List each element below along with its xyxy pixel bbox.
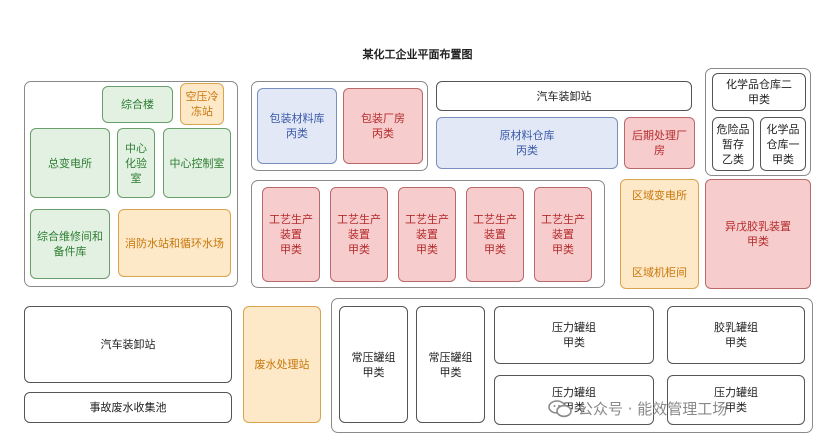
block-yiwu[interactable]: 异戊胶乳装置 甲类 [705, 179, 811, 289]
block-qiche-bottom[interactable]: 汽车装卸站 [24, 306, 232, 383]
block-baozhuangchangfang[interactable]: 包装厂房 丙类 [343, 88, 423, 164]
block-yali-3[interactable]: 压力罐组 甲类 [667, 375, 805, 425]
block-changya-1[interactable]: 常压罐组 甲类 [339, 306, 408, 423]
block-baozhuangcailiao[interactable]: 包装材料库 丙类 [257, 88, 337, 164]
block-gongyi-5[interactable]: 工艺生产 装置 甲类 [534, 187, 592, 282]
block-gongyi-3[interactable]: 工艺生产 装置 甲类 [398, 187, 456, 282]
block-kongya[interactable]: 空压冷 冻站 [180, 83, 224, 125]
block-yali-1[interactable]: 压力罐组 甲类 [494, 306, 654, 364]
block-changya-2[interactable]: 常压罐组 甲类 [416, 306, 485, 423]
block-shigu[interactable]: 事故废水收集池 [24, 392, 232, 423]
block-quyubiandian-label: 区域变电所 [632, 189, 687, 202]
block-weixianpin[interactable]: 危险品 暂存 乙类 [712, 117, 754, 171]
block-zhongxinkongzhi[interactable]: 中心控制室 [163, 128, 231, 198]
block-zhongxinhuayan[interactable]: 中心 化验 室 [117, 128, 155, 198]
block-zonghelou[interactable]: 综合楼 [102, 86, 173, 123]
block-gongyi-2[interactable]: 工艺生产 装置 甲类 [330, 187, 388, 282]
block-houqi[interactable]: 后期处理厂 房 [624, 117, 695, 169]
block-qiche-top[interactable]: 汽车装卸站 [436, 81, 692, 111]
block-huaxuepin1[interactable]: 化学品 仓库一 甲类 [760, 117, 806, 171]
block-feishui[interactable]: 废水处理站 [243, 306, 321, 423]
block-quyu[interactable]: 区域变电所 区域机柜间 [620, 179, 699, 289]
watermark-text: 公众号 · 能效管理工场 [578, 400, 728, 418]
diagram-title: 某化工企业平面布置图 [362, 48, 473, 61]
block-huaxuepin2[interactable]: 化学品仓库二 甲类 [712, 73, 806, 111]
block-yuancailiao[interactable]: 原材料仓库 丙类 [436, 117, 618, 169]
wechat-icon [548, 399, 572, 417]
block-xiaofang[interactable]: 消防水站和循环水场 [118, 209, 231, 277]
block-zongbiandian[interactable]: 总变电所 [30, 128, 110, 198]
block-gongyi-4[interactable]: 工艺生产 装置 甲类 [466, 187, 524, 282]
block-quyujigui-label: 区域机柜间 [632, 266, 687, 279]
block-gongyi-1[interactable]: 工艺生产 装置 甲类 [262, 187, 320, 282]
watermark: 公众号 · 能效管理工场 [548, 398, 727, 419]
block-jiaoru[interactable]: 胶乳罐组 甲类 [667, 306, 805, 364]
block-weixiu[interactable]: 综合维修间和 备件库 [30, 209, 110, 279]
